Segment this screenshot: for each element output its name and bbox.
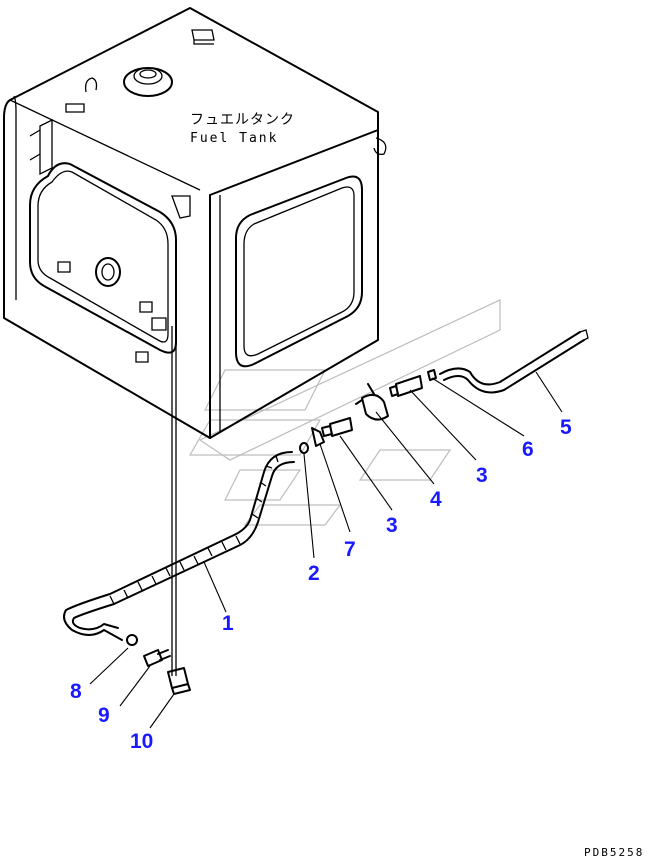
watermark-logo bbox=[188, 299, 501, 526]
drawing-code: PDB5258 bbox=[584, 846, 644, 859]
callout-7: 7 bbox=[344, 538, 356, 561]
callout-leaders bbox=[89, 371, 563, 729]
part-6-clamp bbox=[427, 369, 437, 381]
part-3-connector-b bbox=[389, 375, 423, 397]
callout-2: 2 bbox=[308, 562, 320, 585]
callout-9: 9 bbox=[98, 704, 110, 727]
part-2-gasket bbox=[299, 442, 309, 454]
callout-1: 1 bbox=[222, 612, 234, 635]
callout-3-lower: 3 bbox=[386, 514, 398, 537]
callout-5: 5 bbox=[560, 416, 572, 439]
part-3-connector-a bbox=[321, 417, 353, 437]
fittings-assembly bbox=[299, 329, 589, 454]
part-10-block bbox=[167, 667, 191, 695]
part-1-braided-hose bbox=[63, 451, 295, 641]
callout-4: 4 bbox=[430, 488, 442, 511]
part-4-valve bbox=[355, 383, 389, 421]
part-7-clip bbox=[311, 427, 325, 447]
part-8-washer bbox=[126, 634, 138, 646]
fuel-tank bbox=[3, 7, 387, 676]
callout-6: 6 bbox=[522, 438, 534, 461]
tank-label-japanese: フュエルタンク bbox=[190, 112, 295, 128]
part-5-pipe bbox=[439, 331, 581, 386]
callout-3-upper: 3 bbox=[476, 464, 488, 487]
callout-8: 8 bbox=[70, 680, 82, 703]
part-9-plug bbox=[143, 649, 171, 667]
tank-label-english: Fuel Tank bbox=[190, 131, 278, 146]
drain-fittings bbox=[126, 634, 191, 695]
callout-10: 10 bbox=[130, 730, 153, 753]
